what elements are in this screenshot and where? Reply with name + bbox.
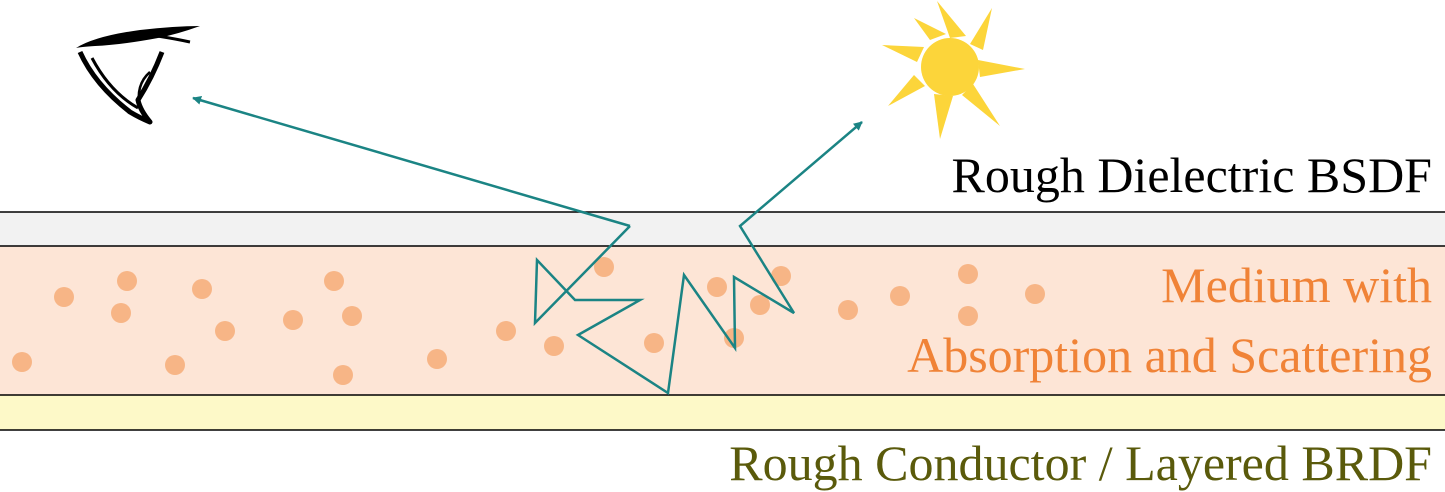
conductor-label: Rough Conductor / Layered BRDF bbox=[729, 435, 1432, 491]
particle bbox=[644, 333, 664, 353]
particle bbox=[12, 352, 32, 372]
particle bbox=[958, 264, 978, 284]
particle bbox=[496, 321, 516, 341]
particle bbox=[333, 365, 353, 385]
particle bbox=[1025, 284, 1045, 304]
particle bbox=[215, 321, 235, 341]
particle bbox=[838, 300, 858, 320]
particle bbox=[117, 271, 137, 291]
medium-label-line2: Absorption and Scattering bbox=[907, 327, 1432, 383]
particle bbox=[165, 355, 185, 375]
particle bbox=[54, 287, 74, 307]
sun-icon bbox=[882, 1, 1025, 139]
particle bbox=[771, 266, 791, 286]
medium-label-line1: Medium with bbox=[1161, 257, 1432, 313]
medium-layer bbox=[0, 246, 1445, 395]
particle bbox=[283, 310, 303, 330]
particle bbox=[544, 336, 564, 356]
eye-icon bbox=[76, 26, 200, 125]
particle bbox=[594, 257, 614, 277]
particle bbox=[750, 295, 770, 315]
particle bbox=[707, 277, 727, 297]
conductor-layer bbox=[0, 395, 1445, 430]
light-path-to-eye bbox=[533, 121, 863, 396]
dielectric-layer bbox=[0, 212, 1445, 246]
particle bbox=[192, 279, 212, 299]
particle bbox=[958, 306, 978, 326]
particle bbox=[427, 349, 447, 369]
particle bbox=[111, 303, 131, 323]
particle bbox=[342, 306, 362, 326]
particle bbox=[324, 271, 344, 291]
light-path-exit bbox=[192, 95, 631, 228]
particle bbox=[890, 286, 910, 306]
scattering-particles bbox=[12, 257, 1045, 385]
dielectric-label: Rough Dielectric BSDF bbox=[951, 147, 1432, 203]
